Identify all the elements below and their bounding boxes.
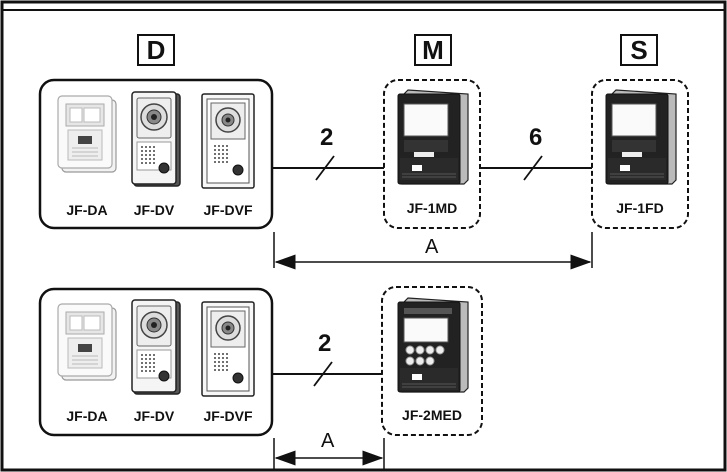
wire-slash-3 — [313, 361, 333, 387]
jf-dv-device-2 — [131, 299, 181, 395]
model-jf-da-2: JF-DA — [66, 408, 108, 424]
wire-slash-2 — [523, 155, 543, 181]
door-group-box-2 — [38, 287, 274, 437]
model-jf-dvf-2: JF-DVF — [203, 408, 253, 424]
door-group-box-1 — [38, 78, 274, 230]
label-d: D — [137, 34, 175, 66]
model-jf-dv-2: JF-DV — [133, 408, 175, 424]
wire-count-door-master-2: 2 — [318, 330, 332, 357]
wire-count-door-master-1: 2 — [320, 124, 334, 151]
model-jf-2med: JF-2MED — [402, 407, 462, 423]
master-box-1 — [383, 79, 481, 229]
jf-2med-device — [397, 297, 469, 393]
jf-dvf-device-1 — [201, 93, 255, 189]
jf-dv-device-1 — [131, 91, 181, 187]
model-jf-dvf-1: JF-DVF — [203, 202, 253, 218]
label-m: M — [414, 34, 452, 66]
distance-label-2: A — [321, 430, 335, 452]
model-jf-1fd: JF-1FD — [616, 200, 664, 216]
label-s: S — [620, 34, 658, 66]
jf-dvf-device-2 — [201, 301, 255, 397]
jf-da-device-2 — [57, 303, 117, 381]
wire-count-master-sub: 6 — [529, 124, 543, 151]
jf-1md-device — [397, 89, 469, 185]
wire-slash-1 — [315, 155, 335, 181]
distance-label-1: A — [425, 236, 439, 258]
model-jf-dv-1: JF-DV — [133, 202, 175, 218]
master-box-2 — [381, 286, 483, 436]
model-jf-1md: JF-1MD — [406, 200, 458, 216]
model-jf-da-1: JF-DA — [66, 202, 108, 218]
jf-1fd-device — [605, 89, 677, 185]
sub-box-1 — [591, 79, 689, 229]
jf-da-device-1 — [57, 95, 117, 173]
